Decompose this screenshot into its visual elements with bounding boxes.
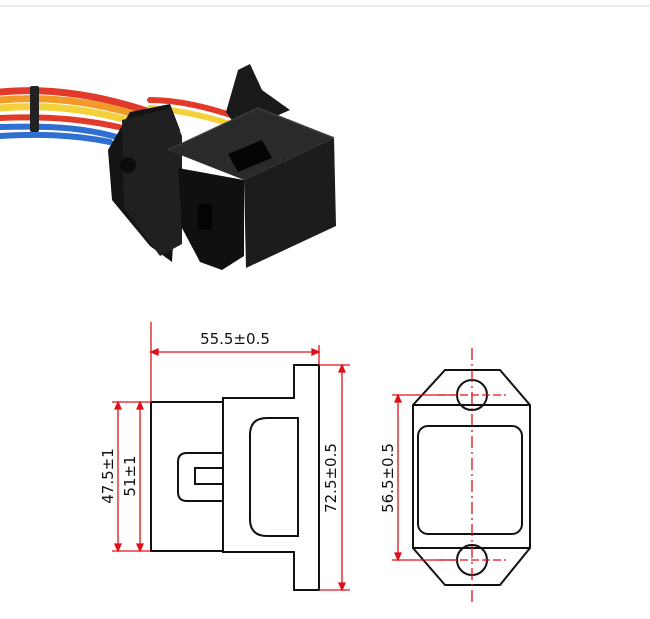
side-view-dimension-lines (112, 322, 350, 592)
dimension-left-outer-height: 47.5±1 (99, 448, 117, 504)
housing-right (244, 138, 336, 268)
dimension-right-height: 72.5±0.5 (322, 443, 340, 513)
window-slot (228, 140, 272, 172)
side-view-drawing: 55.5±0.5 47.5±1 51±1 72.5±0.5 (99, 322, 350, 592)
end-view-drawing: 56.5±0.5 (379, 348, 531, 605)
side-view-outline (150, 364, 320, 591)
dimension-left-inner-height: 51±1 (121, 455, 139, 496)
fuse-holder-photo (0, 64, 336, 270)
dimension-end-view-height: 56.5±0.5 (379, 443, 397, 513)
end-view-dimension-lines (392, 348, 506, 605)
wire-bundle (0, 86, 243, 145)
dimension-top-width: 55.5±0.5 (200, 330, 270, 348)
